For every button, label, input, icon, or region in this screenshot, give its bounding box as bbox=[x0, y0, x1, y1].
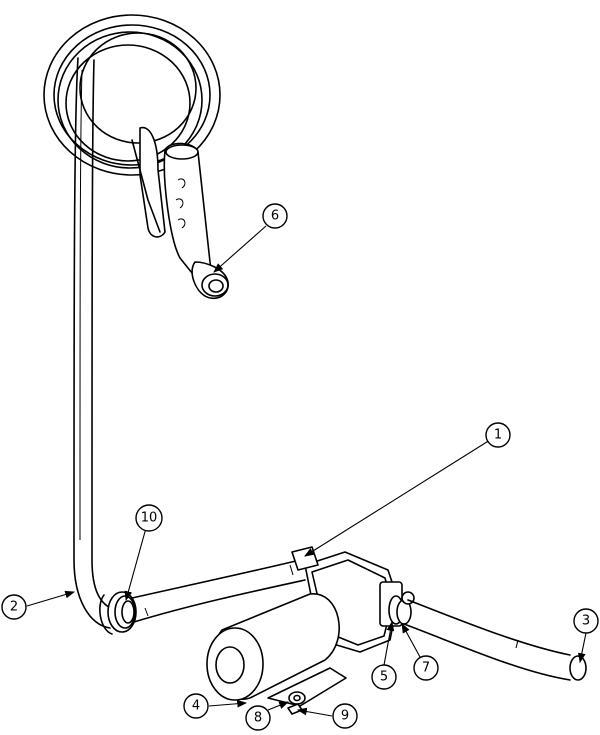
callout-4-label: 4 bbox=[192, 699, 200, 714]
mounting-bracket bbox=[267, 667, 347, 715]
canister-body bbox=[206, 593, 340, 701]
callout-6-label: 6 bbox=[271, 209, 279, 224]
callout-6: 6 bbox=[262, 203, 288, 229]
outlet-fitting bbox=[388, 591, 415, 625]
callout-9-label: 9 bbox=[341, 709, 349, 724]
leader-7 bbox=[401, 623, 421, 658]
hose-to-filter bbox=[131, 559, 306, 623]
hose-coil bbox=[43, 14, 221, 176]
leader-9 bbox=[296, 707, 333, 717]
leader-2 bbox=[26, 590, 76, 607]
callout-1: 1 bbox=[485, 422, 511, 448]
callout-8-label: 8 bbox=[254, 711, 262, 726]
callout-8: 8 bbox=[245, 705, 271, 731]
callout-3: 3 bbox=[573, 608, 599, 634]
vertical-hose bbox=[73, 57, 116, 629]
leader-4 bbox=[208, 699, 248, 708]
callout-10: 10 bbox=[135, 504, 163, 532]
leader-10 bbox=[124, 527, 147, 602]
callout-5-label: 5 bbox=[380, 670, 388, 685]
leader-8 bbox=[267, 701, 290, 711]
callout-4: 4 bbox=[183, 693, 209, 719]
elbow-fitting bbox=[99, 591, 137, 635]
leader-1 bbox=[304, 439, 491, 557]
spray-nozzle bbox=[131, 126, 229, 300]
callout-9: 9 bbox=[332, 703, 358, 729]
callout-1-label: 1 bbox=[494, 428, 502, 443]
callout-5: 5 bbox=[371, 664, 397, 690]
callout-10-label: 10 bbox=[141, 511, 158, 526]
callout-7-label: 7 bbox=[422, 661, 430, 676]
leader-6 bbox=[213, 225, 267, 273]
callout-2: 2 bbox=[1, 594, 27, 620]
callout-3-label: 3 bbox=[582, 614, 590, 629]
leader-3 bbox=[578, 632, 587, 664]
leader-5 bbox=[383, 620, 395, 666]
callout-2-label: 2 bbox=[10, 600, 18, 615]
callout-7: 7 bbox=[413, 655, 439, 681]
